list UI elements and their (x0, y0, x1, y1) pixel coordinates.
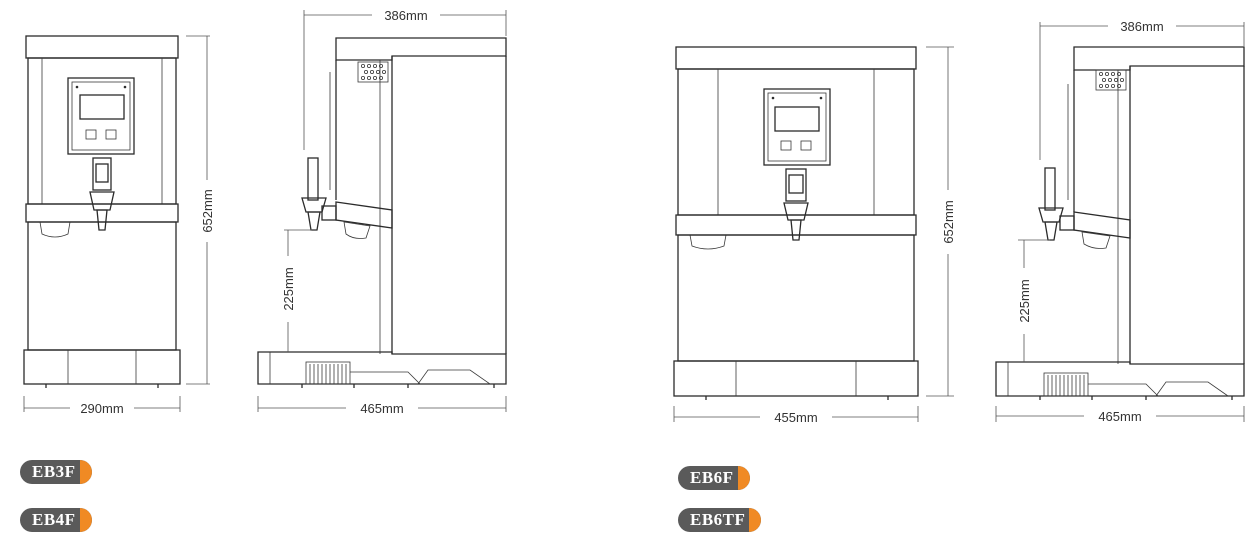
dim-b-width-label: 455mm (774, 410, 817, 425)
model-badge-eb4f: EB4F (20, 508, 92, 532)
base-grille-b (1043, 372, 1089, 397)
base-grille-a (305, 361, 351, 385)
dimension-tap-height-a: 225mm (281, 229, 312, 352)
vent-grid-a (357, 61, 389, 83)
side-view-small (257, 37, 507, 388)
model-badge-eb6tf: EB6TF (678, 508, 762, 532)
front-view-large (673, 46, 919, 400)
model-badge-eb6tf-label: EB6TF (690, 510, 746, 529)
dim-a-width-label: 290mm (80, 401, 123, 416)
badge-tip-icon (79, 460, 92, 484)
dimension-height-a: 652mm (186, 35, 215, 385)
dim-a-tap-height-label: 225mm (281, 267, 296, 310)
badge-tip-icon (79, 508, 92, 532)
model-badge-eb6f: EB6F (678, 466, 750, 490)
model-badge-eb3f-label: EB3F (32, 462, 76, 481)
dim-a-depth-base-label: 465mm (360, 401, 403, 416)
model-badge-eb4f-label: EB4F (32, 510, 76, 529)
dimension-depth-base-a: 465mm (257, 396, 507, 416)
model-badge-eb3f: EB3F (20, 460, 92, 484)
dim-a-height-label: 652mm (200, 189, 215, 232)
dim-b-depth-top-label: 386mm (1120, 19, 1163, 34)
dimension-width-b: 455mm (673, 406, 919, 425)
dimension-depth-top-b: 386mm (1039, 19, 1245, 160)
dimension-width-a: 290mm (23, 396, 181, 416)
vent-grid-b (1095, 69, 1127, 91)
dim-b-depth-base-label: 465mm (1098, 409, 1141, 424)
dimension-depth-top-a: 386mm (303, 8, 507, 150)
dim-b-height-label: 652mm (941, 200, 956, 243)
dim-a-depth-top-label: 386mm (384, 8, 427, 23)
side-view-large (995, 46, 1245, 400)
dimension-depth-base-b: 465mm (995, 406, 1245, 424)
dim-b-tap-height-label: 225mm (1017, 279, 1032, 322)
dimension-height-b: 652mm (926, 46, 956, 397)
badge-tip-icon (749, 508, 762, 532)
model-badge-eb6f-label: EB6F (690, 468, 734, 487)
dimension-tap-height-b: 225mm (1017, 239, 1050, 362)
badge-tip-icon (737, 466, 750, 490)
front-view-small (23, 35, 181, 388)
